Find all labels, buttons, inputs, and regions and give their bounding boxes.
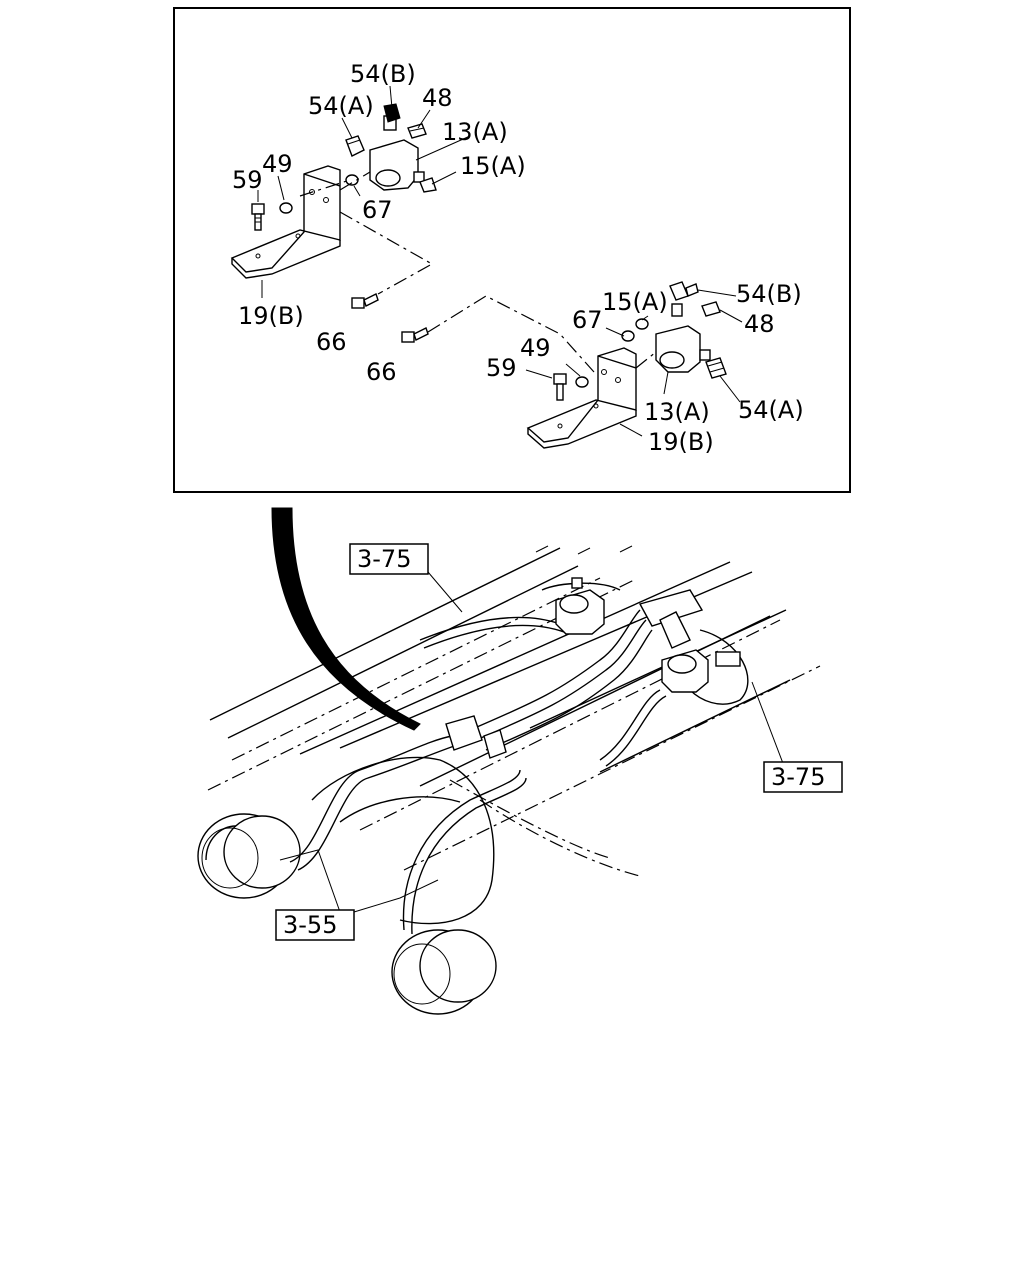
callout-13a-left: 13(A)	[442, 118, 508, 146]
bolt-59-right	[553, 373, 567, 401]
nut-49-right	[575, 376, 589, 388]
bracket-assembly-left	[230, 85, 471, 309]
fitting-54b-right	[685, 283, 699, 297]
ref-box-top[interactable]: 3-75	[349, 543, 429, 575]
callout-54a-right: 54(A)	[738, 396, 804, 424]
callout-54a-left: 54(A)	[308, 92, 374, 120]
bolt-59-left	[251, 203, 265, 231]
bracket-19b-left	[230, 165, 341, 273]
callout-19b-right: 19(B)	[648, 428, 714, 456]
callout-48-left: 48	[422, 84, 453, 112]
callout-15a-right: 15(A)	[602, 288, 668, 316]
ref-label-bottom: 3-55	[283, 911, 337, 939]
callout-49-left: 49	[262, 150, 293, 178]
air-lines	[289, 582, 749, 935]
bracket-small	[715, 651, 741, 667]
nut-67-right	[621, 330, 635, 342]
callout-67-right: 67	[572, 306, 603, 334]
brake-chamber-left	[197, 813, 301, 899]
ref-label-right: 3-75	[771, 763, 825, 791]
ref-box-right[interactable]: 3-75	[763, 761, 843, 793]
bolt-66-right	[401, 327, 429, 343]
nut-15a-right	[635, 318, 649, 330]
bracket-assembly-right	[401, 281, 743, 449]
bolt-48-left	[407, 123, 427, 139]
callout-67-left: 67	[362, 196, 393, 224]
bracket-19b-right	[526, 347, 637, 443]
callout-54b-left: 54(B)	[350, 60, 416, 88]
valve-lower-installed	[661, 649, 709, 693]
pointer-arrow	[271, 507, 421, 731]
bolt-66-left	[351, 293, 379, 309]
ref-label-top: 3-75	[357, 545, 411, 573]
fitting-54a-right	[705, 357, 727, 379]
callout-48-right: 48	[744, 310, 775, 338]
callout-49-right: 49	[520, 334, 551, 362]
valve-13a-left	[369, 103, 425, 191]
callout-19b-left: 19(B)	[238, 302, 304, 330]
callout-66-left: 66	[316, 328, 347, 356]
callout-15a-left: 15(A)	[460, 152, 526, 180]
callout-66-right: 66	[366, 358, 397, 386]
axle-housing	[311, 756, 641, 925]
callout-54b-right: 54(B)	[736, 280, 802, 308]
callout-59-right: 59	[486, 354, 517, 382]
ref-box-bottom[interactable]: 3-55	[275, 909, 355, 941]
frame-rails	[207, 545, 821, 871]
bolt-48-right	[701, 301, 721, 317]
valve-13a-right	[655, 281, 711, 373]
bracket-installed	[638, 589, 704, 649]
nut-49-left	[279, 202, 293, 214]
nut-15a-left	[419, 177, 437, 193]
callout-59-left: 59	[232, 166, 263, 194]
valve-upper-installed	[555, 577, 605, 635]
detail-frame	[173, 7, 851, 493]
nut-67-left	[345, 174, 359, 186]
brake-chamber-right	[391, 929, 497, 1015]
junction-block	[445, 715, 507, 759]
fitting-54a-left	[345, 135, 365, 157]
callout-13a-right: 13(A)	[644, 398, 710, 426]
